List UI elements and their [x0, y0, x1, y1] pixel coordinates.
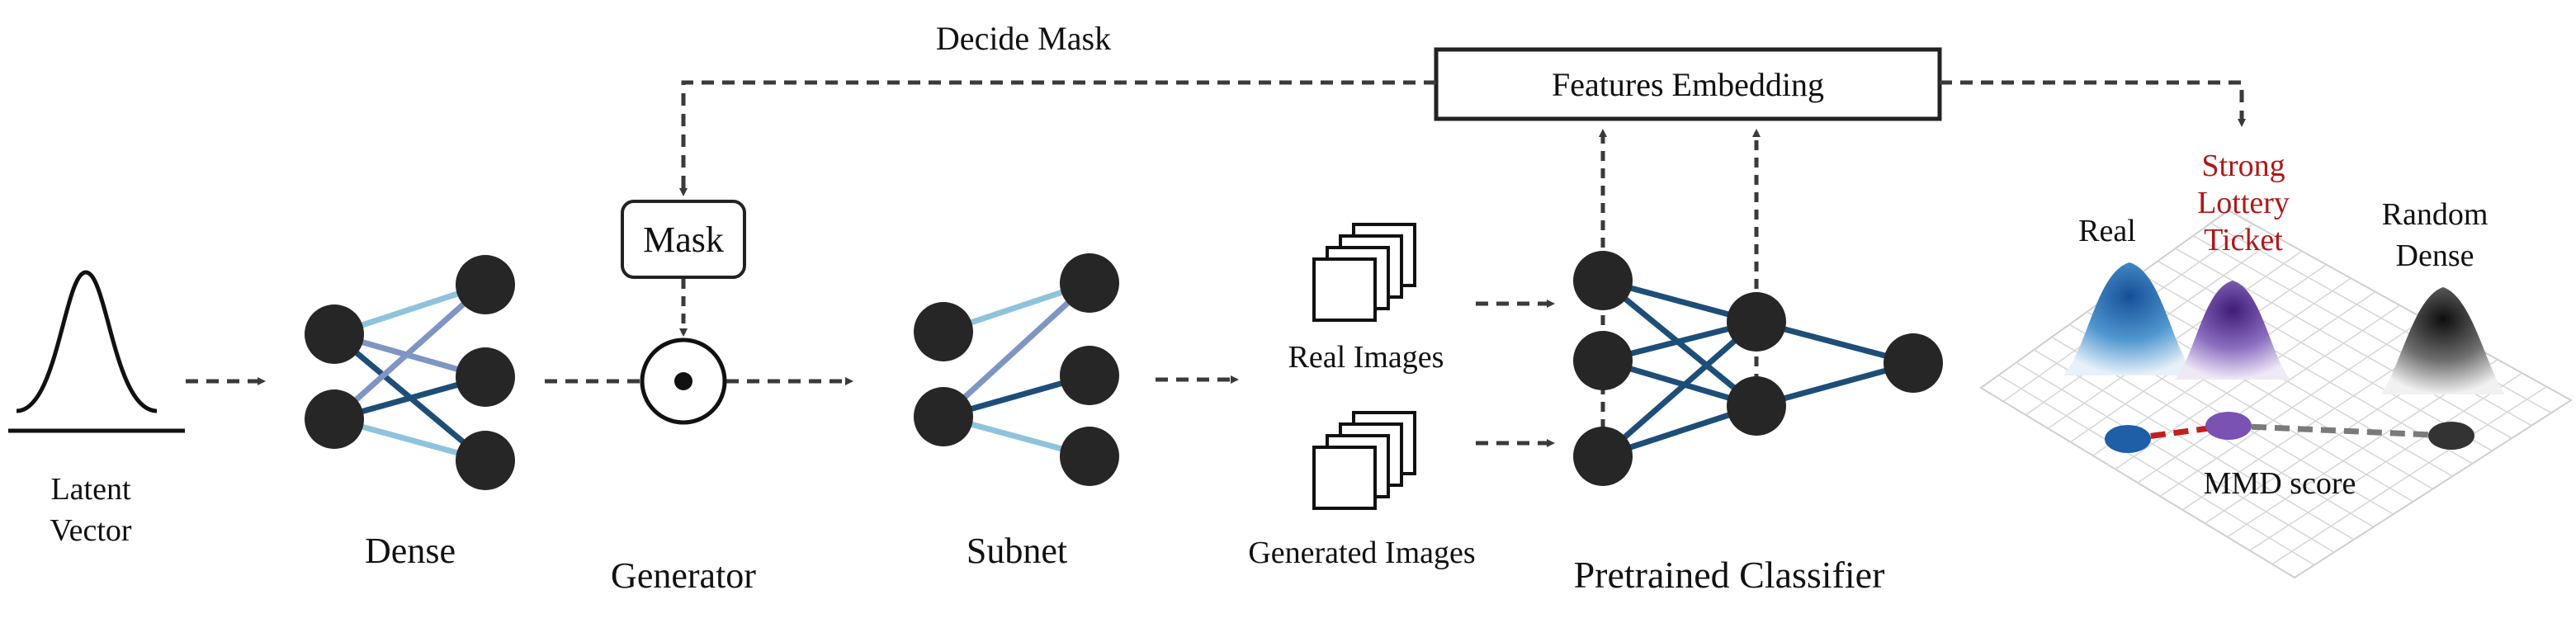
dense-node	[305, 304, 364, 364]
grid-line	[2271, 385, 2547, 565]
dense-node	[456, 255, 515, 314]
generated-images-stack-icon	[1312, 411, 1416, 510]
real-point	[2105, 425, 2151, 453]
mmd-link-ticket-to-random	[2228, 422, 2452, 439]
mmd-link-real-to-ticket	[2127, 422, 2229, 442]
strong-ticket-distribution-surface	[2175, 281, 2290, 380]
features-embedding-label: Features Embedding	[1552, 66, 1824, 103]
decide-mask-label: Decide Mask	[936, 20, 1111, 57]
classifier-node	[1727, 376, 1786, 436]
real-images-label: Real Images	[1288, 340, 1444, 375]
grid-line	[2175, 248, 2512, 439]
dense-node	[305, 389, 364, 449]
grid-line	[2157, 260, 2493, 452]
subnet-label: Subnet	[967, 531, 1067, 571]
pretrained-classifier-label: Pretrained Classifier	[1574, 554, 1885, 596]
strong-lottery-ticket-label-line1: Strong	[2201, 149, 2285, 183]
latent-vector-label-line2: Vector	[50, 513, 132, 548]
grid-line	[2137, 304, 2400, 484]
subnet-node	[914, 387, 973, 446]
random-dense-label-line2: Dense	[2396, 238, 2474, 273]
dense-network	[305, 255, 515, 490]
subnet-node	[1060, 346, 1119, 405]
random-dense-point	[2428, 422, 2474, 450]
mmd-score-label: MMD score	[2204, 466, 2356, 501]
subnet-node	[1060, 427, 1119, 486]
real-distribution-surface	[2063, 262, 2196, 375]
strong-lottery-ticket-label-line2: Lottery	[2197, 186, 2290, 220]
real-label: Real	[2078, 214, 2136, 248]
classifier-node	[1884, 333, 1943, 393]
latent-vector-curve	[8, 270, 185, 433]
random-dense-distribution-surface	[2381, 287, 2505, 394]
generator-label: Generator	[611, 555, 756, 596]
subnet-node	[1060, 253, 1119, 313]
dense-edge	[332, 282, 488, 422]
classifier-node	[1573, 251, 1633, 310]
dense-node	[456, 347, 515, 407]
classifier-node	[1573, 331, 1633, 390]
classifier-node	[1573, 427, 1633, 486]
mask-label: Mask	[643, 219, 724, 260]
random-dense-label-line1: Random	[2382, 197, 2489, 232]
classifier-node	[1727, 292, 1786, 352]
dense-node	[456, 431, 515, 490]
arrow-features-to-mmd	[1940, 80, 2246, 127]
mask-box	[621, 200, 746, 279]
subnet-network	[914, 253, 1119, 486]
latent-vector-label-line1: Latent	[50, 472, 131, 507]
classifier-network	[1573, 251, 1943, 486]
strong-lottery-ticket-label-line3: Ticket	[2204, 223, 2283, 257]
decide-mask-feedback-arrow	[679, 80, 1436, 196]
dense-label: Dense	[365, 531, 456, 571]
subnet-edge	[941, 281, 1092, 419]
grid-line	[2159, 318, 2425, 498]
generated-images-label: Generated Images	[1248, 536, 1475, 570]
product-dot-icon	[674, 372, 692, 390]
grid-line	[2122, 286, 2453, 477]
real-images-stack-icon	[1312, 223, 1416, 322]
grid-line	[2249, 372, 2523, 551]
strong-ticket-point	[2205, 412, 2252, 440]
subnet-node	[914, 302, 973, 361]
